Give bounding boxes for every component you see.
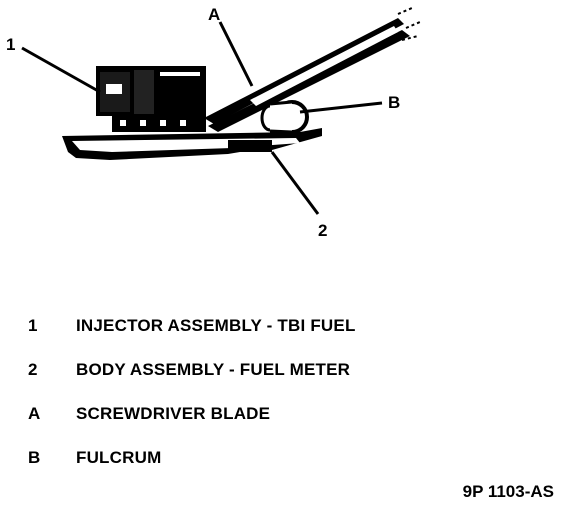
legend-key: 1 xyxy=(28,316,38,335)
callout-1: 1 xyxy=(6,35,16,54)
callout-a: A xyxy=(208,5,221,24)
injector-removal-diagram: 1 A B 2 xyxy=(6,5,421,240)
legend-text: FULCRUM xyxy=(76,448,162,467)
legend-item: B FULCRUM xyxy=(0,448,576,470)
leader-line-b xyxy=(299,101,383,114)
leader-line-a xyxy=(218,21,254,87)
legend-text: SCREWDRIVER BLADE xyxy=(76,404,271,423)
fuel-meter-body-step xyxy=(228,140,272,152)
callout-b: B xyxy=(388,93,401,112)
callout-2: 2 xyxy=(318,221,328,240)
legend-key: 2 xyxy=(28,360,38,379)
legend-key: A xyxy=(28,404,41,423)
legend-text: BODY ASSEMBLY - FUEL METER xyxy=(76,360,351,379)
legend-item: 1 INJECTOR ASSEMBLY - TBI FUEL xyxy=(0,316,576,338)
leader-line-1 xyxy=(21,46,101,94)
screwdriver-blade xyxy=(204,7,421,132)
legend-key: B xyxy=(28,448,41,467)
diagram-artwork xyxy=(21,7,421,215)
fulcrum xyxy=(260,100,309,134)
legend-text: INJECTOR ASSEMBLY - TBI FUEL xyxy=(76,316,356,335)
legend-item: A SCREWDRIVER BLADE xyxy=(0,404,576,426)
figure-id: 9P 1103-AS xyxy=(462,482,554,501)
leader-line-2 xyxy=(270,151,320,215)
legend-item: 2 BODY ASSEMBLY - FUEL METER xyxy=(0,360,576,382)
injector-assembly xyxy=(96,66,206,132)
